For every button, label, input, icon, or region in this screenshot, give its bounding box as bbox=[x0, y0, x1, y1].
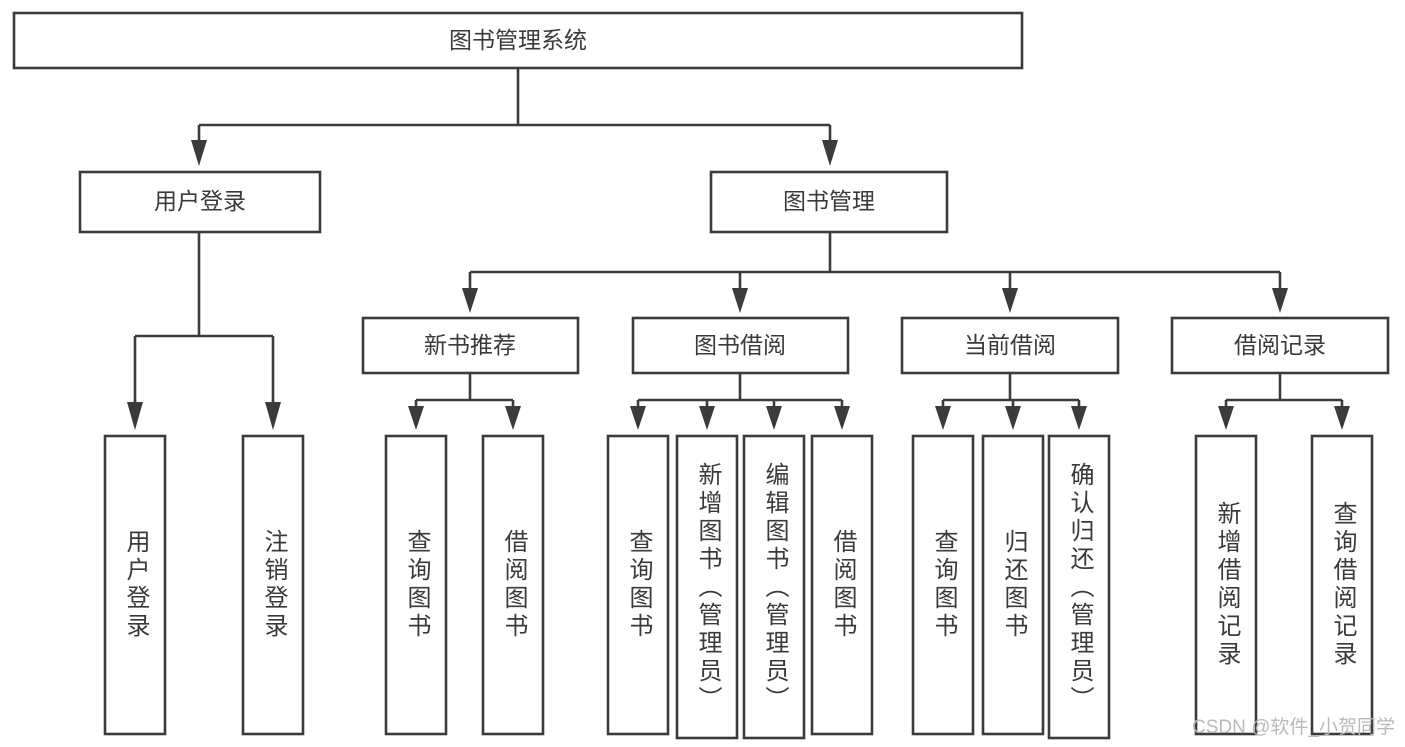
arrowhead-leaf-query-book-borrow bbox=[630, 406, 646, 430]
node-leaf-query-book-new-box[interactable] bbox=[384, 434, 448, 736]
node-leaf-query-book-new-label: 查询图书 bbox=[403, 529, 430, 641]
node-leaf-query-book-current-box[interactable] bbox=[911, 434, 975, 736]
node-leaf-edit-book-admin-label: 编辑图书（管理员） bbox=[761, 462, 788, 714]
node-leaf-add-borrow-record-label: 新增借阅记录 bbox=[1213, 501, 1240, 669]
csdn-watermark: CSDN @软件_小贺同学 bbox=[1192, 716, 1395, 738]
node-current-borrow-label: 当前借阅 bbox=[964, 332, 1056, 358]
arrowhead-leaf-return-book bbox=[1005, 406, 1021, 430]
arrowhead-borrow-record bbox=[1272, 288, 1288, 313]
node-leaf-confirm-return-admin[interactable]: 确认归还（管理员） bbox=[1047, 434, 1111, 740]
arrowhead-leaf-add-borrow-record bbox=[1218, 406, 1234, 430]
node-leaf-query-book-new[interactable]: 查询图书 bbox=[384, 434, 448, 736]
leaf-add-book-admin-text-wrap: 新增图书（管理员） bbox=[694, 462, 721, 714]
leaf-add-borrow-record-text-wrap: 新增借阅记录 bbox=[1213, 501, 1240, 669]
node-leaf-user-login-box[interactable] bbox=[103, 434, 167, 736]
node-leaf-add-book-admin[interactable]: 新增图书（管理员） bbox=[675, 434, 739, 740]
node-current-borrow-box[interactable] bbox=[900, 316, 1120, 375]
node-root-box[interactable] bbox=[12, 11, 1024, 70]
node-leaf-borrow-book-box[interactable] bbox=[810, 434, 874, 736]
arrowhead-leaf-add-book-admin bbox=[699, 406, 715, 430]
leaf-borrow-book-text-wrap: 借阅图书 bbox=[829, 529, 856, 641]
leaf-query-book-borrow-text-wrap: 查询图书 bbox=[625, 529, 652, 641]
leaf-user-login-text-wrap: 用户登录 bbox=[122, 529, 149, 641]
arrowhead-leaf-edit-book-admin bbox=[766, 406, 782, 430]
node-leaf-borrow-book[interactable]: 借阅图书 bbox=[810, 434, 874, 736]
node-user-login[interactable]: 用户登录 bbox=[78, 170, 322, 234]
node-leaf-add-borrow-record-box[interactable] bbox=[1194, 434, 1258, 736]
node-leaf-borrow-book-new[interactable]: 借阅图书 bbox=[481, 434, 545, 736]
node-user-login-label: 用户登录 bbox=[154, 188, 246, 214]
arrowhead-leaf-query-book-new bbox=[408, 406, 424, 430]
node-leaf-query-book-current[interactable]: 查询图书 bbox=[911, 434, 975, 736]
node-leaf-confirm-return-admin-box[interactable] bbox=[1047, 434, 1111, 740]
node-new-book-recommend[interactable]: 新书推荐 bbox=[361, 316, 580, 375]
arrowhead-leaf-confirm-return-admin bbox=[1071, 406, 1087, 430]
leaf-query-book-new-text-wrap: 查询图书 bbox=[403, 529, 430, 641]
node-leaf-add-book-admin-label: 新增图书（管理员） bbox=[694, 462, 721, 714]
node-leaf-edit-book-admin[interactable]: 编辑图书（管理员） bbox=[742, 434, 806, 740]
node-leaf-add-borrow-record[interactable]: 新增借阅记录 bbox=[1194, 434, 1258, 736]
node-book-borrow-box[interactable] bbox=[631, 316, 850, 375]
node-book-manage[interactable]: 图书管理 bbox=[709, 170, 949, 234]
node-borrow-record-label: 借阅记录 bbox=[1234, 332, 1326, 358]
node-leaf-edit-book-admin-box[interactable] bbox=[742, 434, 806, 740]
arrowhead-new-book-recommend bbox=[462, 288, 478, 313]
node-book-borrow-label: 图书借阅 bbox=[694, 332, 786, 358]
node-leaf-query-borrow-record-label: 查询借阅记录 bbox=[1329, 501, 1356, 669]
leaf-return-book-text-wrap: 归还图书 bbox=[1000, 529, 1027, 641]
node-user-login-box[interactable] bbox=[78, 170, 322, 234]
node-leaf-query-book-borrow-box[interactable] bbox=[606, 434, 670, 736]
leaf-logout-text-wrap: 注销登录 bbox=[260, 529, 287, 641]
node-leaf-confirm-return-admin-label: 确认归还（管理员） bbox=[1066, 462, 1093, 714]
leaf-query-book-current-text-wrap: 查询图书 bbox=[930, 529, 957, 641]
arrowhead-leaf-user-login bbox=[127, 402, 143, 430]
node-leaf-logout[interactable]: 注销登录 bbox=[241, 434, 305, 736]
node-leaf-logout-box[interactable] bbox=[241, 434, 305, 736]
arrowhead-leaf-query-book-current bbox=[935, 406, 951, 430]
node-book-borrow[interactable]: 图书借阅 bbox=[631, 316, 850, 375]
arrowhead-user-login bbox=[191, 140, 207, 166]
arrowhead-leaf-logout bbox=[265, 402, 281, 430]
node-book-manage-label: 图书管理 bbox=[783, 188, 875, 214]
node-leaf-borrow-book-label: 借阅图书 bbox=[829, 529, 856, 641]
connector-layer bbox=[127, 68, 1350, 430]
node-leaf-query-book-current-label: 查询图书 bbox=[930, 529, 957, 641]
node-borrow-record-box[interactable] bbox=[1170, 316, 1390, 375]
arrowhead-leaf-query-borrow-record bbox=[1334, 406, 1350, 430]
node-leaf-query-borrow-record-box[interactable] bbox=[1310, 434, 1374, 736]
node-book-manage-box[interactable] bbox=[709, 170, 949, 234]
arrowhead-book-manage bbox=[822, 140, 838, 166]
node-leaf-borrow-book-new-label: 借阅图书 bbox=[500, 529, 527, 641]
arrowhead-current-borrow bbox=[1002, 288, 1018, 313]
node-current-borrow[interactable]: 当前借阅 bbox=[900, 316, 1120, 375]
node-leaf-return-book-box[interactable] bbox=[981, 434, 1045, 736]
node-leaf-return-book[interactable]: 归还图书 bbox=[981, 434, 1045, 736]
node-layer: 图书管理系统 用户登录 图书管理 新书推荐 图书借阅 当前借阅 借阅记录 bbox=[12, 11, 1390, 740]
node-leaf-add-book-admin-box[interactable] bbox=[675, 434, 739, 740]
arrowhead-leaf-borrow-book-new bbox=[505, 406, 521, 430]
leaf-borrow-book-new-text-wrap: 借阅图书 bbox=[500, 529, 527, 641]
leaf-confirm-return-admin-text-wrap: 确认归还（管理员） bbox=[1066, 462, 1093, 714]
node-root[interactable]: 图书管理系统 bbox=[12, 11, 1024, 70]
node-leaf-user-login[interactable]: 用户登录 bbox=[103, 434, 167, 736]
node-leaf-query-book-borrow[interactable]: 查询图书 bbox=[606, 434, 670, 736]
node-leaf-user-login-label: 用户登录 bbox=[122, 529, 149, 641]
node-borrow-record[interactable]: 借阅记录 bbox=[1170, 316, 1390, 375]
leaf-query-borrow-record-text-wrap: 查询借阅记录 bbox=[1329, 501, 1356, 669]
node-leaf-logout-label: 注销登录 bbox=[260, 529, 287, 641]
node-leaf-query-book-borrow-label: 查询图书 bbox=[625, 529, 652, 641]
leaf-edit-book-admin-text-wrap: 编辑图书（管理员） bbox=[761, 462, 788, 714]
node-new-book-recommend-label: 新书推荐 bbox=[424, 332, 516, 358]
node-new-book-recommend-box[interactable] bbox=[361, 316, 580, 375]
node-leaf-query-borrow-record[interactable]: 查询借阅记录 bbox=[1310, 434, 1374, 736]
node-leaf-borrow-book-new-box[interactable] bbox=[481, 434, 545, 736]
node-leaf-return-book-label: 归还图书 bbox=[1000, 529, 1027, 641]
arrowhead-book-borrow bbox=[732, 288, 748, 313]
node-root-label: 图书管理系统 bbox=[449, 27, 587, 53]
arrowhead-leaf-borrow-book bbox=[834, 406, 850, 430]
